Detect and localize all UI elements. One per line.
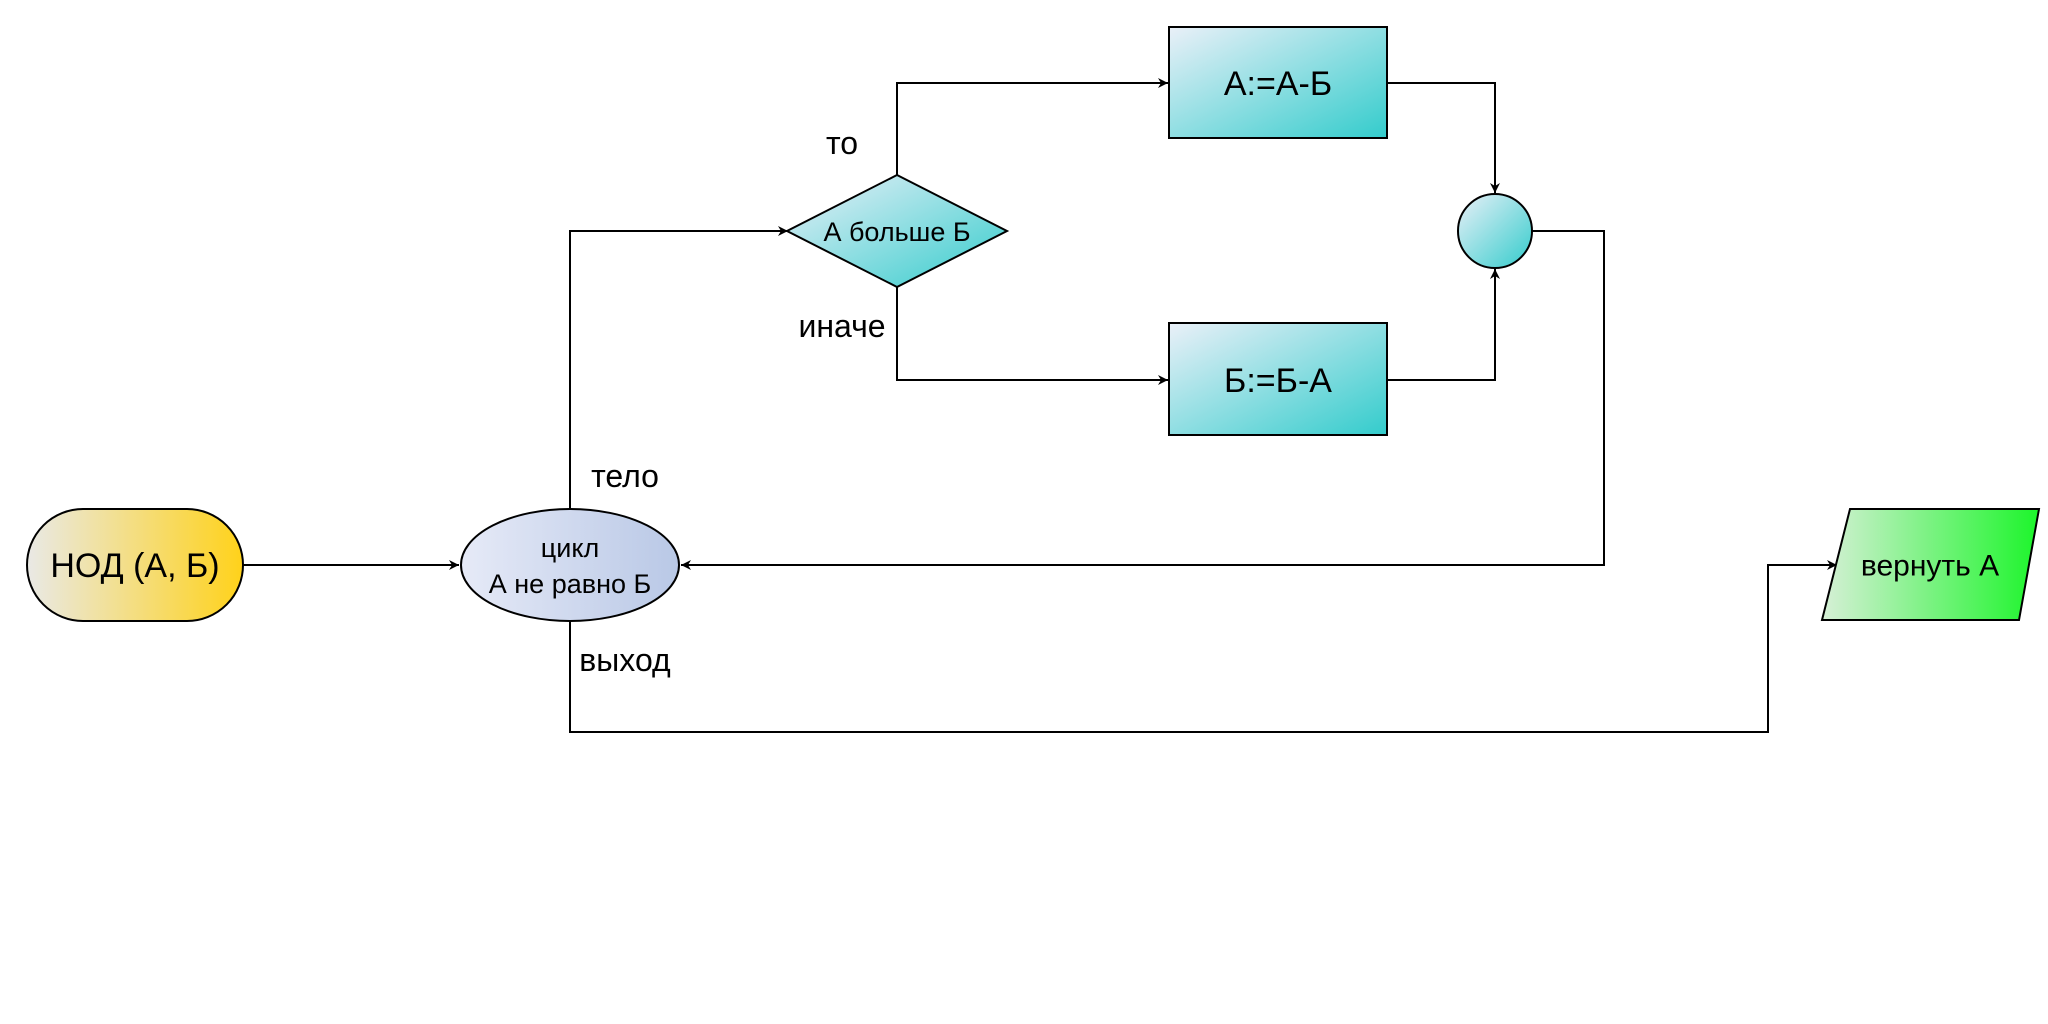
start-terminator[interactable]: НОД (А, Б) xyxy=(26,508,244,622)
edge-assign-b-to-merge xyxy=(1387,269,1500,381)
return-output-label: вернуть А xyxy=(1861,550,1999,583)
edge-label-body: тело xyxy=(591,458,659,494)
edge-loop-body-to-condition xyxy=(569,226,788,509)
condition-node-shape xyxy=(784,173,1010,289)
edge-condition-else-to-assign-b xyxy=(896,287,1168,385)
loop-node[interactable]: цикл А не равно Б xyxy=(460,508,680,622)
edge-label-then: то xyxy=(826,125,858,161)
edge-label-exit: выход xyxy=(579,642,671,678)
assign-b-process-shape xyxy=(1168,322,1388,436)
start-terminator-shape xyxy=(26,508,244,622)
assign-b-process[interactable]: Б:=Б-А xyxy=(1168,322,1388,436)
merge-connector[interactable] xyxy=(1457,193,1533,269)
condition-node[interactable]: А больше Б xyxy=(784,173,1010,289)
loop-node-label-line1: цикл xyxy=(541,533,599,563)
edge-label-else: иначе xyxy=(798,308,885,344)
assign-b-process-label: Б:=Б-А xyxy=(1224,362,1332,400)
loop-node-shape xyxy=(460,508,680,622)
start-terminator-label: НОД (А, Б) xyxy=(50,547,219,585)
edge-merge-back-to-loop xyxy=(681,230,1605,570)
return-output-shape xyxy=(1820,508,2041,621)
edge-condition-then-to-assign-a xyxy=(896,78,1168,175)
loop-node-label-line2: А не равно Б xyxy=(489,569,651,599)
return-output[interactable]: вернуть А xyxy=(1820,508,2041,621)
assign-a-process-shape xyxy=(1168,26,1388,139)
condition-node-label: А больше Б xyxy=(823,217,970,247)
assign-a-process-label: А:=А-Б xyxy=(1224,65,1332,103)
edge-loop-exit-to-return xyxy=(569,560,1837,733)
assign-a-process[interactable]: А:=А-Б xyxy=(1168,26,1388,139)
edge-assign-a-to-merge xyxy=(1387,82,1500,193)
